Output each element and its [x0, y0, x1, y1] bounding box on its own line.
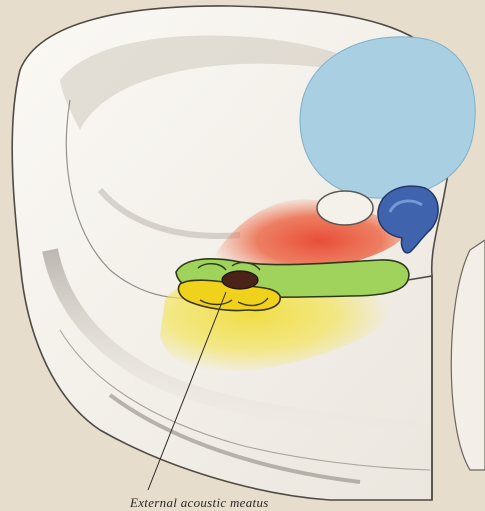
meatus-opening — [222, 271, 258, 289]
figure-caption: External acoustic meatus — [130, 495, 269, 511]
white-node — [317, 191, 373, 225]
